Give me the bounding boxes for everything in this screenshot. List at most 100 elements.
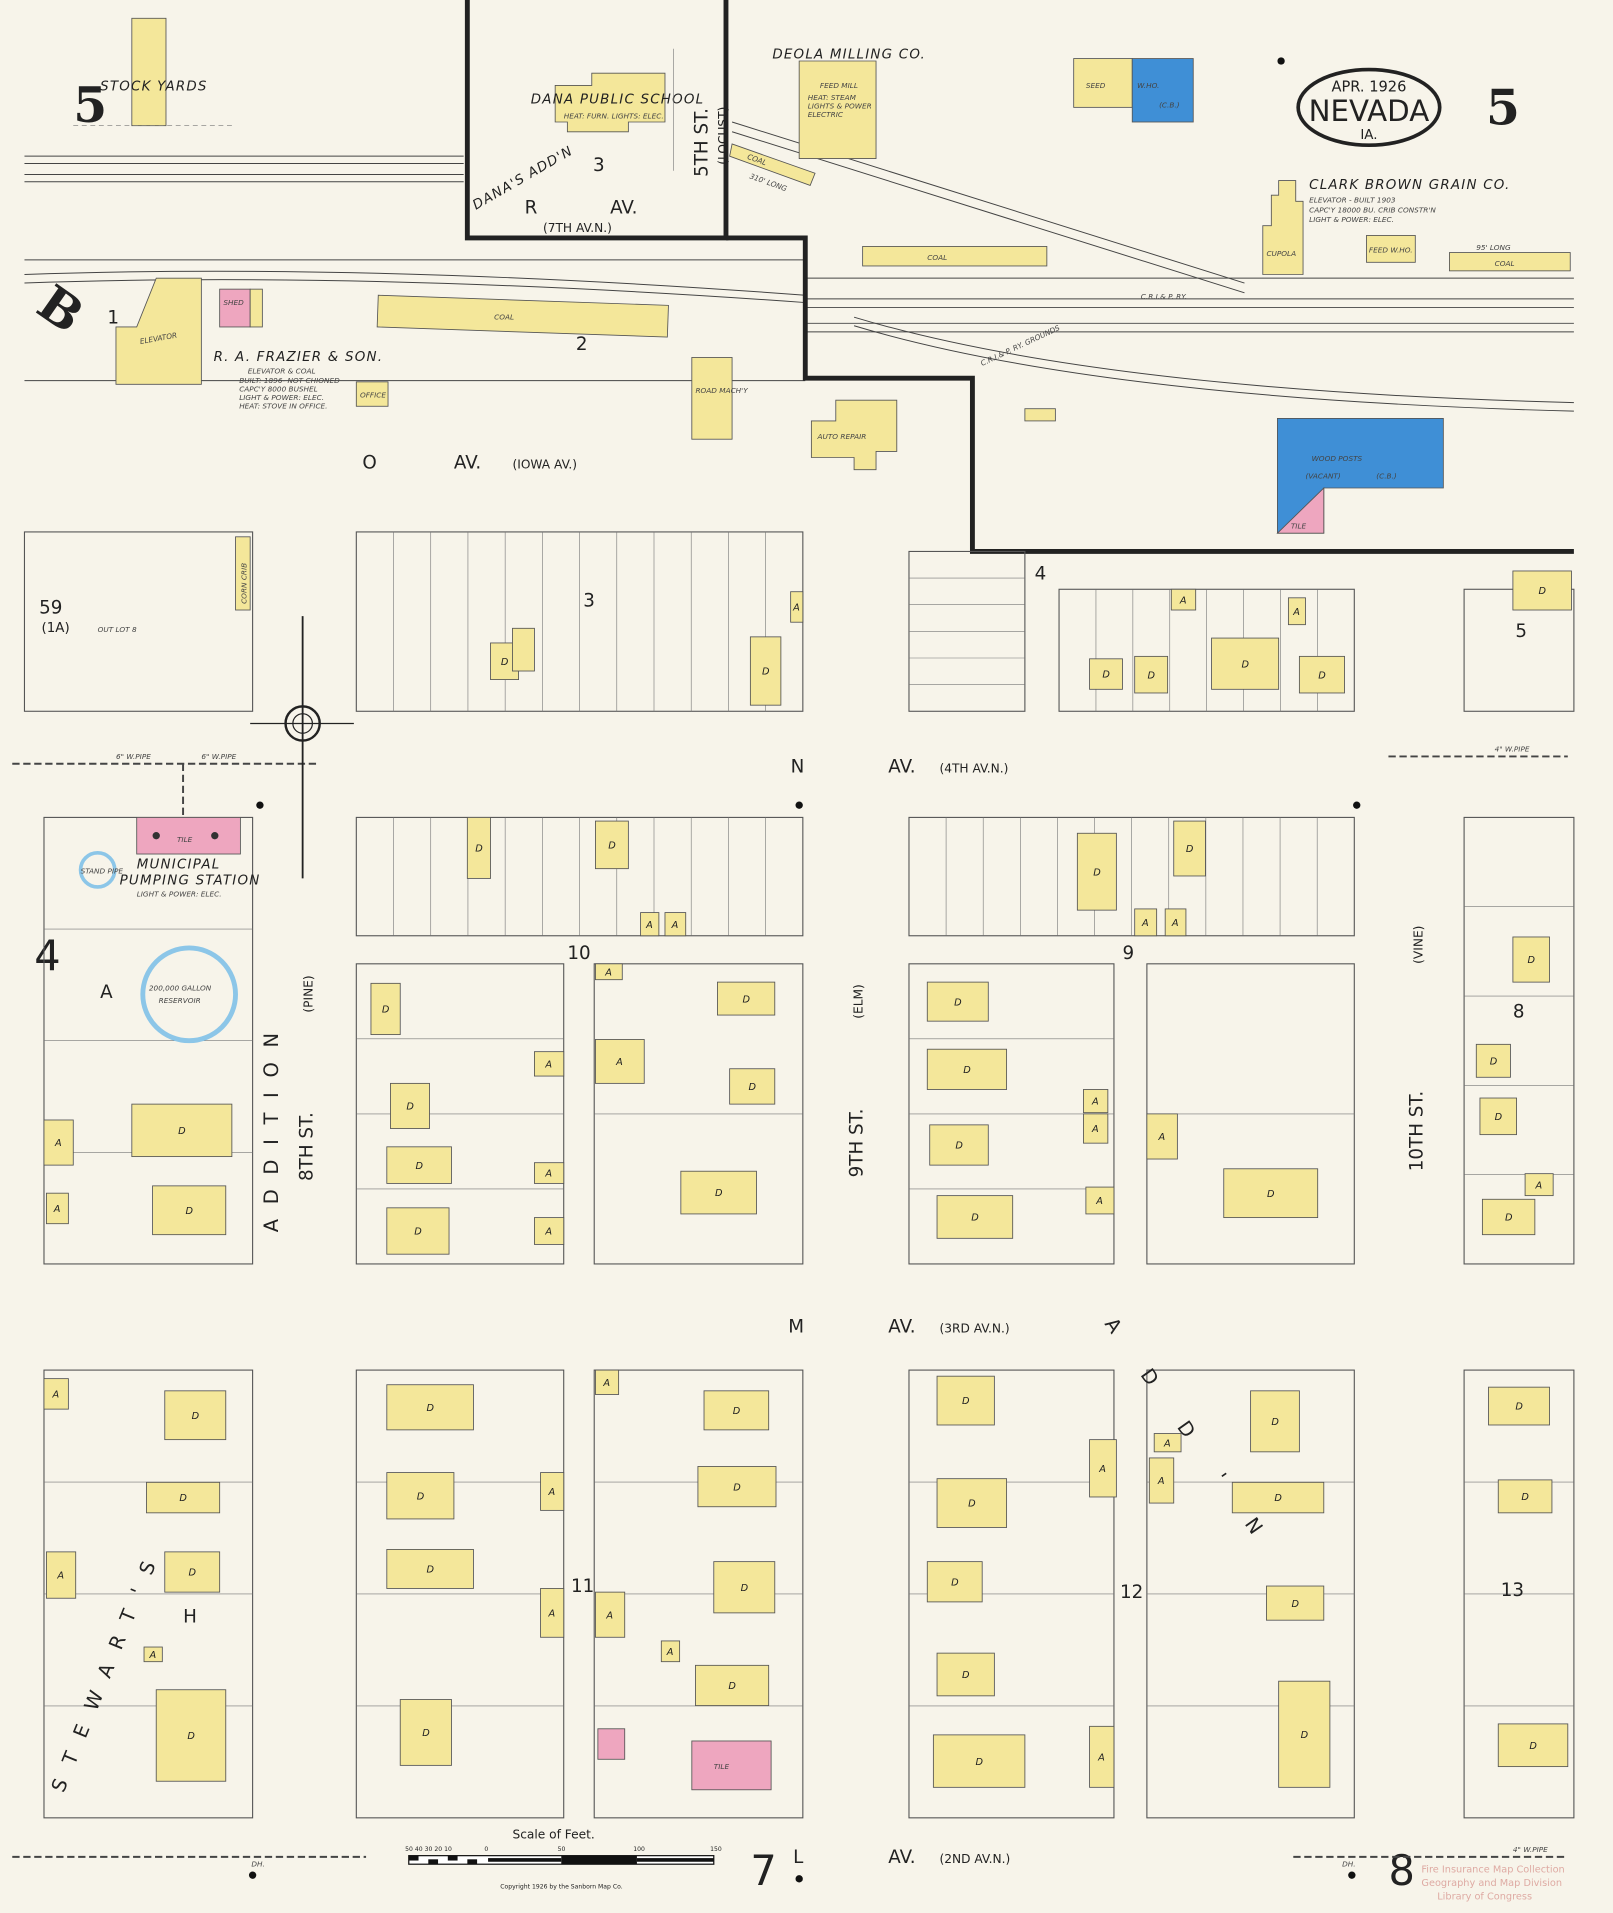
pipe-label-west-2: 6" W.PIPE <box>201 752 236 761</box>
auto-garage-code: A <box>1179 595 1187 606</box>
clark-brown-note-2: CAPC'Y 18000 BU. CRIB CONSTR'N <box>1309 205 1436 214</box>
pumping-station-label-2: PUMPING STATION <box>120 874 261 889</box>
hydrant-markers <box>248 57 1361 1883</box>
auto-garage-building <box>45 1192 69 1225</box>
auto-garage-code: A <box>1141 918 1149 929</box>
dwelling-building <box>1488 1386 1550 1426</box>
dwelling-building <box>1211 637 1280 690</box>
corn-crib <box>235 536 251 611</box>
dwelling-building <box>390 1082 430 1129</box>
dwelling-building <box>717 981 776 1016</box>
dwelling-code: D <box>1301 1730 1309 1741</box>
block-number-5: 5 <box>1515 621 1527 642</box>
dwelling-building <box>386 1549 474 1589</box>
hydrant-label: DH. <box>1342 1860 1355 1869</box>
frazier-label: R. A. FRAZIER & SON. <box>214 350 384 365</box>
feed-mill-note-1: HEAT: STEAM <box>808 93 857 102</box>
auto-garage-code: A <box>1097 1752 1105 1763</box>
warehouse-label: W.HO. <box>1137 81 1159 90</box>
state-name: IA. <box>1360 128 1377 143</box>
adjoining-sheet-top-left: 5 <box>73 76 107 134</box>
dwelling-code: D <box>762 667 770 678</box>
block-number-9: 9 <box>1122 943 1134 964</box>
dwelling-building <box>1481 1198 1536 1236</box>
auto-garage-building <box>534 1162 565 1184</box>
block-number-1: 1 <box>107 307 119 328</box>
scale-tick-label: 0 <box>484 1846 488 1853</box>
dwelling-code: D <box>1539 586 1547 597</box>
dwelling-building <box>1475 1043 1511 1078</box>
coal-shed-middle-label: COAL <box>927 253 947 262</box>
title-cartouche: APR. 1926 NEVADA IA. <box>1296 67 1442 148</box>
svg-text:AV.: AV. <box>888 756 915 777</box>
dwelling-building <box>1231 1481 1325 1514</box>
auto-garage-code: A <box>544 1227 552 1238</box>
tile-corner-label: TILE <box>1291 521 1307 530</box>
scale-tick-label: 150 <box>710 1846 722 1853</box>
block-number-2: 2 <box>576 334 588 355</box>
railroad-label: C.R.I.& P. RY. <box>1141 292 1187 301</box>
auto-garage-building <box>1134 908 1158 937</box>
dwelling-building <box>386 1472 455 1520</box>
auto-garage-building <box>595 1039 645 1084</box>
auto-garage-building <box>1153 1433 1182 1453</box>
dwelling-building <box>466 816 491 879</box>
dwelling-building <box>146 1481 221 1514</box>
dwelling-building <box>1089 658 1123 690</box>
dwelling-code: D <box>1186 844 1194 855</box>
dwelling-code: D <box>728 1681 736 1692</box>
svg-text:AV.: AV. <box>888 1316 915 1337</box>
auto-garage-building <box>595 963 623 981</box>
frazier-shed <box>219 288 251 328</box>
scale-tick-label: 10 <box>444 1846 452 1853</box>
stand-pipe-label: STAND PIPE <box>81 867 124 876</box>
dwelling-code: D <box>1271 1417 1279 1428</box>
pipe-label-west-1: 6" W.PIPE <box>116 752 151 761</box>
wood-posts-cb: (C.B.) <box>1376 471 1397 480</box>
coal-shed-long <box>376 294 669 338</box>
auto-garage-code: A <box>149 1650 157 1661</box>
seed-label: SEED <box>1086 81 1106 90</box>
block-number-dana-3: 3 <box>593 155 605 176</box>
auto-garage-code: A <box>1163 1438 1171 1449</box>
svg-text:8TH ST.: 8TH ST. <box>296 1112 317 1181</box>
svg-text:10TH ST.: 10TH ST. <box>1407 1091 1428 1171</box>
dwelling-code: D <box>415 1161 423 1172</box>
svg-text:L: L <box>793 1847 804 1868</box>
adjoining-sheet-bottom-left: 7 <box>750 1846 776 1895</box>
dwelling-code: D <box>954 997 962 1008</box>
city-block <box>1463 816 1575 1265</box>
auto-garage-code: A <box>1098 1464 1106 1475</box>
dwelling-building <box>164 1390 227 1441</box>
dwelling-code: D <box>187 1731 195 1742</box>
dwelling-code: D <box>1505 1213 1513 1224</box>
dwelling-code: D <box>1528 955 1536 966</box>
auto-garage-code: A <box>792 603 800 614</box>
dwelling-building <box>1134 655 1169 694</box>
dwelling-building <box>1298 655 1345 694</box>
block-number-10: 10 <box>567 943 590 964</box>
auto-garage-building <box>43 1378 69 1410</box>
dwelling-building <box>1266 1585 1325 1621</box>
dwelling-code: D <box>178 1126 186 1137</box>
tile-dwelling <box>691 1740 772 1791</box>
copyright-text: Copyright 1926 by the Sanborn Map Co. <box>500 1884 622 1891</box>
scale-tick-label: 40 <box>415 1846 423 1853</box>
cupola-label: CUPOLA <box>1266 249 1296 258</box>
reservoir-label-2: RESERVOIR <box>159 996 201 1005</box>
dwelling-building <box>152 1185 227 1236</box>
small-shed <box>1024 408 1056 422</box>
dwelling-code: D <box>417 1491 425 1502</box>
dwelling-code: D <box>406 1102 414 1113</box>
auto-garage-code: A <box>604 967 612 978</box>
svg-text:5TH ST.: 5TH ST. <box>692 108 713 177</box>
dwelling-code: D <box>1267 1189 1275 1200</box>
dwelling-building <box>1479 1097 1517 1136</box>
block-letter-a: A <box>100 982 113 1003</box>
dwelling-code: D <box>975 1757 983 1768</box>
dwelling-code: D <box>715 1188 723 1199</box>
dwelling-code: D <box>426 1565 434 1576</box>
coal-shed-diagonal <box>729 143 816 186</box>
auto-garage-building <box>43 1119 74 1166</box>
auto-garage-building <box>1089 1439 1117 1498</box>
